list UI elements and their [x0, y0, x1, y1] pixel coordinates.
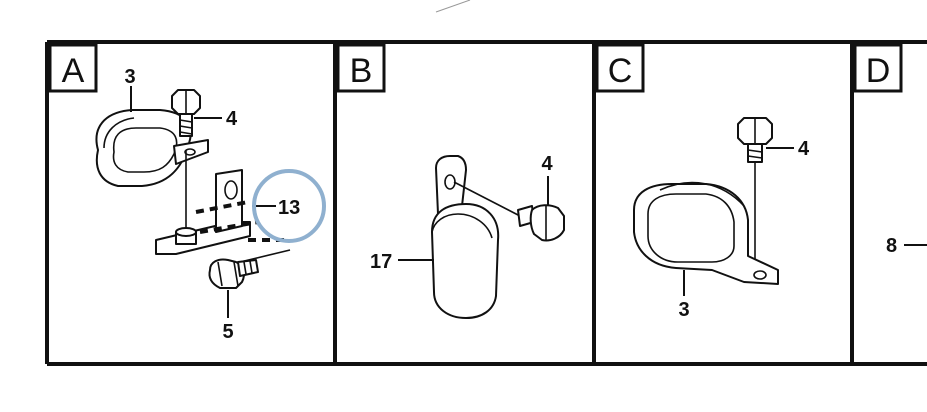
label-17: 17 [370, 251, 392, 273]
clip-part-17 [431, 155, 500, 319]
clamp-part-3-a [95, 109, 209, 187]
label-4-b: 4 [541, 153, 553, 175]
panel-c-letter-box [595, 43, 645, 93]
label-4-c: 4 [798, 138, 810, 160]
label-4-a: 4 [226, 108, 238, 130]
bolt-part-5-a [208, 258, 259, 289]
stray-mark [435, 0, 471, 13]
bolt-part-4-a [171, 89, 201, 137]
panel-b-letter: B [350, 52, 373, 90]
panel-b: B 17 4 [336, 43, 565, 319]
bolt-part-4-c [737, 117, 773, 163]
panel-b-letter-box [336, 43, 386, 93]
panel-c-letter: C [608, 52, 633, 90]
panel-d-letter: D [866, 52, 891, 90]
label-13: 13 [278, 197, 300, 219]
label-3-a: 3 [124, 66, 135, 88]
highlight-circle-13 [252, 169, 326, 243]
panel-a: A 3 4 [48, 43, 326, 343]
panel-d-letter-box [853, 43, 903, 93]
bolt-part-4-b [517, 204, 565, 242]
label-3-c: 3 [678, 299, 689, 321]
label-5-a: 5 [222, 321, 233, 343]
label-8-d: 8 [886, 235, 897, 257]
panel-a-letter: A [62, 52, 85, 90]
dash-line-2 [199, 220, 259, 234]
panel-d: D 8 [853, 43, 927, 257]
clamp-part-3-c [633, 181, 779, 285]
diagram-frame [45, 40, 927, 366]
bracket-part-13 [155, 169, 251, 255]
dash-line-1 [195, 200, 249, 214]
panel-c: C 4 3 [595, 43, 810, 321]
panel-a-letter-box [48, 43, 98, 93]
